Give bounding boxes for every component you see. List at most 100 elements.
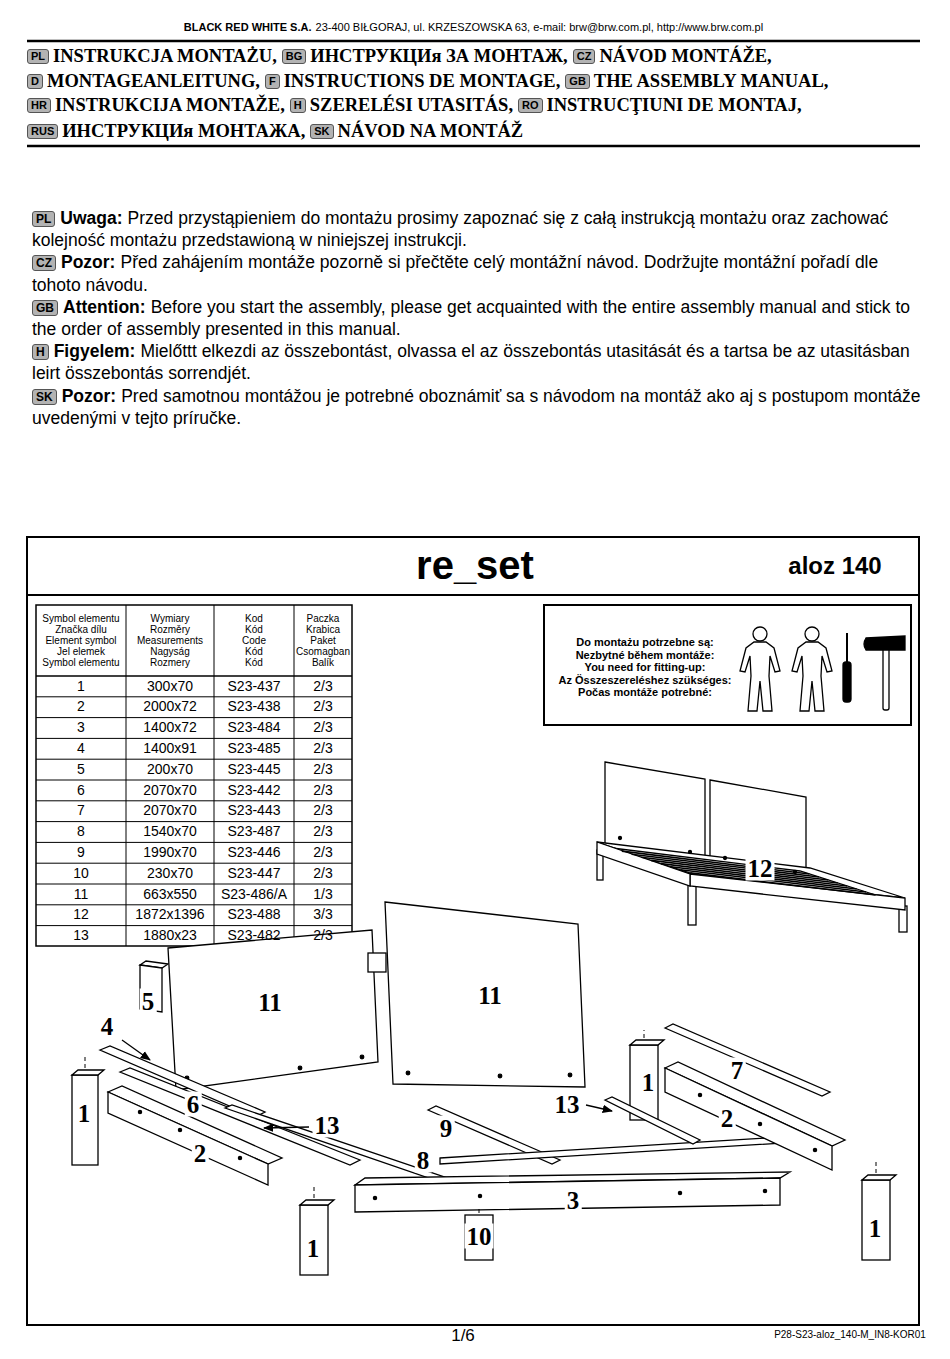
- exploded-parts: [72, 1070, 104, 1075]
- tool-figures: [805, 627, 819, 641]
- tool-figures: [792, 642, 832, 711]
- language-badge: PL: [27, 49, 49, 64]
- title-line: HRINSTRUKCIJA MONTAŽE,HSZERELÉSI UTASITÁ…: [27, 95, 927, 117]
- callout-number: 1: [640, 1070, 657, 1095]
- language-badge: GB: [565, 74, 590, 89]
- table-header: Kód: [245, 646, 263, 657]
- table-cell: S23-487: [228, 824, 281, 839]
- tools-caption: Do montażu potrzebne są:: [553, 636, 737, 649]
- exploded-parts: [225, 1105, 462, 1187]
- callout-number: 3: [565, 1188, 582, 1213]
- exploded-parts: [440, 1136, 800, 1164]
- warning-paragraph: GB Attention:Before you start the assembl…: [32, 296, 922, 340]
- warning-text: Pred samotnou montážou je potrebné obozn…: [32, 386, 921, 428]
- callout-number: 12: [746, 856, 775, 881]
- rule-lines: [27, 41, 920, 146]
- language-badge: F: [265, 74, 280, 89]
- table-header: Rozmery: [150, 657, 190, 668]
- main-frame: [27, 594, 919, 596]
- table-cell: 6: [77, 783, 85, 798]
- exploded-parts: [862, 1175, 896, 1180]
- table-cell: S23-447: [228, 866, 281, 881]
- exploded-parts: [698, 1093, 816, 1151]
- table-cell: S23-443: [228, 804, 281, 819]
- language-badge: HR: [27, 98, 51, 113]
- table-header: Symbol elementu: [42, 613, 119, 624]
- callout-number: 13: [313, 1113, 342, 1138]
- exploded-parts: [138, 1110, 241, 1159]
- warning-block: PL Uwaga:Przed przystąpieniem do montażu …: [32, 207, 922, 429]
- assembled-bed: [597, 762, 907, 932]
- warning-word: Attention:: [63, 297, 146, 317]
- tools-caption: Az Összeszereléshez szükséges:: [553, 674, 737, 687]
- exploded-parts: [168, 930, 378, 1090]
- table-cell: 2/3: [313, 845, 332, 860]
- warning-paragraph: CZPozor:Před zahájením montáže pozorně s…: [32, 251, 922, 295]
- table-cell: 1872x1396: [135, 908, 204, 923]
- warning-paragraph: SKPozor:Pred samotnou montážou je potreb…: [32, 385, 922, 429]
- manual-title: NÁVOD MONTÁŽE,: [599, 46, 771, 66]
- table-cell: 2070x70: [143, 804, 197, 819]
- tool-figures: [883, 648, 889, 710]
- table-cell: S23-445: [228, 762, 281, 777]
- exploded-parts: [665, 1068, 832, 1170]
- exploded-parts: [630, 1040, 664, 1045]
- table-cell: 9: [77, 845, 85, 860]
- table-cell: 2/3: [313, 866, 332, 881]
- language-badge: PL: [32, 211, 55, 227]
- exploded-parts: [605, 1097, 700, 1144]
- language-badge: H: [32, 344, 49, 360]
- leader-arrows: [264, 1127, 309, 1128]
- parts-table-grid: [36, 925, 352, 926]
- parts-table-grid: [36, 605, 352, 946]
- exploded-parts: [300, 1205, 328, 1275]
- tool-figures: [740, 627, 780, 711]
- callout-number: 8: [415, 1148, 432, 1173]
- tool-figures: [740, 642, 780, 711]
- table-header: Krabica: [306, 624, 340, 635]
- exploded-parts: [678, 1191, 681, 1194]
- parts-table-grid: [36, 717, 352, 718]
- table-cell: S23-446: [228, 845, 281, 860]
- table-header: Element symbol: [45, 635, 116, 646]
- warning-word: Pozor:: [61, 252, 115, 272]
- assembly-guides: [479, 1207, 480, 1213]
- manual-title: INSTRUKCJA MONTAŻU,: [53, 46, 277, 66]
- table-header: Wymiary: [151, 613, 190, 624]
- table-cell: 230x70: [147, 866, 193, 881]
- exploded-parts: [478, 1194, 481, 1197]
- manual-title: SZERELÉSI UTASITÁS,: [310, 95, 513, 115]
- exploded-parts: [178, 1128, 181, 1131]
- table-cell: 8: [77, 824, 85, 839]
- warning-text: Before you start the assembly, please ge…: [32, 297, 910, 339]
- callout-number: 13: [553, 1092, 582, 1117]
- language-badge: SK: [310, 124, 333, 139]
- warning-text: Przed przystąpieniem do montażu prosimy …: [32, 208, 888, 250]
- table-cell: 1880x23: [143, 928, 197, 943]
- parts-table-grid: [36, 605, 352, 946]
- language-badge: GB: [32, 300, 58, 316]
- table-cell: S23-488: [228, 908, 281, 923]
- table-cell: 2/3: [313, 762, 332, 777]
- callout-number: 5: [140, 989, 157, 1014]
- language-badge: RO: [518, 98, 543, 113]
- leader-arrows: [122, 1040, 612, 1128]
- exploded-parts: [72, 902, 896, 1275]
- table-cell: 1990x70: [143, 845, 197, 860]
- callout-number: 7: [729, 1058, 746, 1083]
- table-cell: 3: [77, 720, 85, 735]
- table-cell: 2/3: [313, 741, 332, 756]
- table-cell: 5: [77, 762, 85, 777]
- callout-number: 9: [438, 1116, 455, 1141]
- exploded-parts: [355, 1178, 780, 1212]
- parts-table-grid: [36, 675, 352, 677]
- table-cell: S23-485: [228, 741, 281, 756]
- warning-word: Uwaga:: [60, 208, 122, 228]
- exploded-parts: [298, 1066, 302, 1070]
- title-line: PLINSTRUKCJA MONTAŻU,BGИНСТРУКЦИя ЗА МОН…: [27, 46, 927, 68]
- assembly-guides: [85, 1056, 86, 1068]
- exploded-parts: [238, 1156, 241, 1159]
- table-header: Kód: [245, 657, 263, 668]
- exploded-parts: [763, 1189, 766, 1192]
